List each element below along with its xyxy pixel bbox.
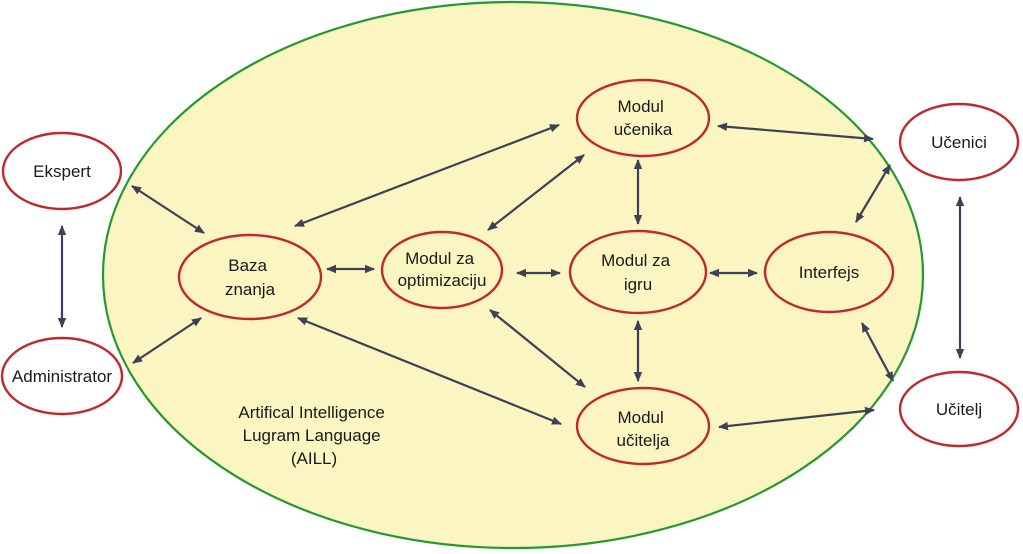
arrow-ekspert-to-baza-znanja bbox=[131, 185, 205, 234]
arrow-modul-za-optimizaciju-to-modul-ucitelja bbox=[489, 309, 586, 388]
actor-ucitelj[interactable]: Učitelj bbox=[898, 370, 1020, 448]
actor-administrator-label: Administrator bbox=[12, 367, 112, 386]
node-modul-za-igru[interactable]: Modul za igru bbox=[568, 229, 708, 315]
aill-system-caption-line-3: (AILL) bbox=[291, 449, 337, 468]
arrow-baza-znanja-to-modul-ucitelja bbox=[297, 316, 562, 426]
node-baza-znanja-label-line-2: znanja bbox=[225, 280, 276, 299]
node-interfejs-shape bbox=[763, 230, 895, 314]
arrow-modul-ucitelja-to-ucitelj bbox=[718, 406, 875, 431]
node-baza-znanja-label: Baza znanja bbox=[225, 256, 276, 299]
arrow-baza-znanja-to-modul-ucenika bbox=[294, 123, 560, 228]
aill-system-caption: Artifical Intelligence Lugram Language (… bbox=[238, 403, 389, 468]
arrow-interfejs-to-ucenici bbox=[855, 164, 891, 223]
arrow-modul-za-optimizaciju-to-modul-ucenika bbox=[487, 154, 585, 231]
node-interfejs-label: Interfejs bbox=[799, 263, 859, 282]
node-modul-ucitelja-label: Modul učitelja bbox=[617, 408, 670, 450]
node-modul-za-optimizaciju-label-line-1: Modul za bbox=[405, 249, 475, 268]
node-modul-ucitelja-label-line-2: učitelja bbox=[617, 431, 670, 450]
arrow-modul-ucenika-to-ucenici bbox=[717, 122, 874, 143]
connection-arrows bbox=[57, 122, 965, 431]
arrow-interfejs-to-ucitelj bbox=[861, 322, 894, 382]
node-modul-za-igru-label-line-2: igru bbox=[624, 275, 652, 294]
actor-ucitelj-shape bbox=[898, 370, 1020, 448]
actor-ucenici-label: Učenici bbox=[931, 133, 987, 152]
actor-ucitelj-label-line-1: Učitelj bbox=[936, 400, 982, 419]
actor-ucitelj-label: Učitelj bbox=[936, 400, 982, 419]
node-baza-znanja[interactable]: Baza znanja bbox=[177, 233, 323, 321]
actor-administrator[interactable]: Administrator bbox=[0, 336, 124, 416]
actor-ekspert-label: Ekspert bbox=[33, 162, 91, 181]
node-modul-ucitelja-shape bbox=[575, 386, 711, 466]
actor-ucenici-label-line-1: Učenici bbox=[931, 133, 987, 152]
node-modul-za-optimizaciju-label-line-2: optimizaciju bbox=[398, 271, 487, 290]
actor-administrator-label-line-1: Administrator bbox=[12, 367, 112, 386]
actor-ekspert[interactable]: Ekspert bbox=[1, 131, 123, 211]
actor-administrator-shape bbox=[0, 336, 124, 416]
node-modul-za-igru-label: Modul za igru bbox=[601, 251, 675, 294]
node-interfejs[interactable]: Interfejs bbox=[763, 230, 895, 314]
node-modul-za-optimizaciju[interactable]: Modul za optimizaciju bbox=[380, 230, 504, 310]
node-modul-za-igru-label-line-1: Modul za bbox=[601, 251, 671, 270]
arrow-administrator-to-baza-znanja bbox=[132, 317, 202, 364]
actor-ekspert-shape bbox=[1, 131, 123, 211]
node-interfejs-label-line-1: Interfejs bbox=[799, 263, 859, 282]
node-modul-ucitelja-label-line-1: Modul bbox=[617, 408, 663, 427]
node-modul-ucenika[interactable]: Modul učenika bbox=[575, 78, 711, 158]
node-baza-znanja-shape bbox=[177, 233, 323, 321]
actor-ucenici-shape bbox=[898, 102, 1020, 182]
node-modul-za-optimizaciju-label: Modul za optimizaciju bbox=[398, 249, 487, 290]
actor-ucenici[interactable]: Učenici bbox=[898, 102, 1020, 182]
node-modul-ucitelja[interactable]: Modul učitelja bbox=[575, 386, 711, 466]
node-modul-ucenika-label-line-1: Modul bbox=[617, 97, 663, 116]
node-modul-za-optimizaciju-shape bbox=[380, 230, 504, 310]
actor-ekspert-label-line-1: Ekspert bbox=[33, 162, 91, 181]
node-modul-za-igru-shape bbox=[568, 229, 708, 315]
node-baza-znanja-label-line-1: Baza bbox=[228, 256, 267, 275]
aill-system-caption-line-1: Artifical Intelligence bbox=[238, 403, 384, 422]
aill-system-caption-line-2: Lugram Language bbox=[243, 426, 381, 445]
node-modul-ucenika-label-line-2: učenika bbox=[614, 120, 673, 139]
node-modul-ucenika-shape bbox=[575, 78, 711, 158]
node-modul-ucenika-label: Modul učenika bbox=[614, 97, 673, 139]
